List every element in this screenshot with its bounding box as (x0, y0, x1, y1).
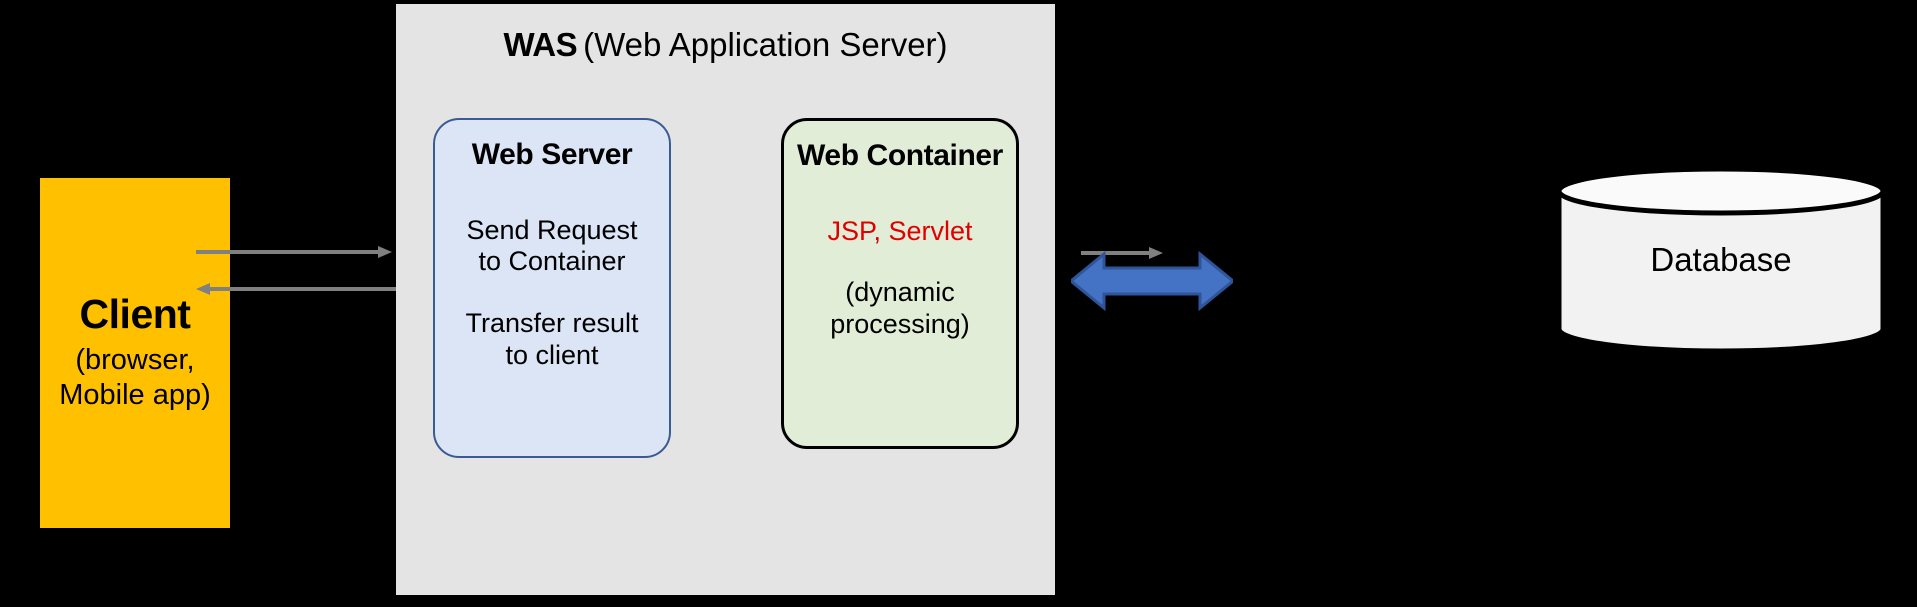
arrow-head-left-icon (196, 283, 210, 295)
was-title-abbrev: WAS (503, 26, 578, 63)
web-server-node[interactable]: Web Server Send Request to Container Tra… (433, 118, 671, 458)
arrow-shaft (196, 250, 382, 254)
client-node[interactable]: Client (browser, Mobile app) (40, 178, 230, 528)
web-server-title: Web Server (471, 138, 633, 171)
was-panel[interactable]: WAS(Web Application Server) Web Server S… (396, 4, 1167, 595)
web-server-line-4: to client (505, 340, 599, 371)
web-server-line-2: to Container (478, 246, 626, 277)
double-arrow-icon (1068, 250, 1236, 312)
arrow-was-to-client (196, 283, 396, 295)
database-cylinder-icon (1556, 168, 1886, 352)
arrow-shaft (1081, 251, 1153, 255)
was-title-expansion: (Web Application Server) (583, 26, 948, 63)
web-container-node[interactable]: Web Container JSP, Servlet (dynamic proc… (781, 118, 1019, 449)
client-subtitle-line-2: Mobile app) (59, 379, 211, 412)
arrow-head-right-icon (378, 246, 392, 258)
arrow-client-to-was (196, 246, 396, 258)
client-title: Client (79, 291, 191, 338)
arrow-shaft (210, 287, 396, 291)
client-was-connector-group (196, 246, 396, 295)
web-container-technologies: JSP, Servlet (827, 215, 973, 246)
was-database-connector (1068, 250, 1236, 312)
arrow-head-right-icon (1149, 247, 1163, 259)
client-subtitle-line-1: (browser, (75, 343, 195, 376)
web-container-line-2: processing) (830, 309, 970, 340)
web-container-title: Web Container (797, 139, 1003, 172)
web-server-line-1: Send Request (466, 214, 638, 245)
client-subtitle: (browser, Mobile app) (59, 343, 211, 414)
web-container-line-1: (dynamic (845, 277, 955, 308)
web-server-line-3: Transfer result (465, 308, 639, 339)
database-node[interactable]: Database (1556, 168, 1886, 352)
was-title: WAS(Web Application Server) (396, 26, 1055, 64)
